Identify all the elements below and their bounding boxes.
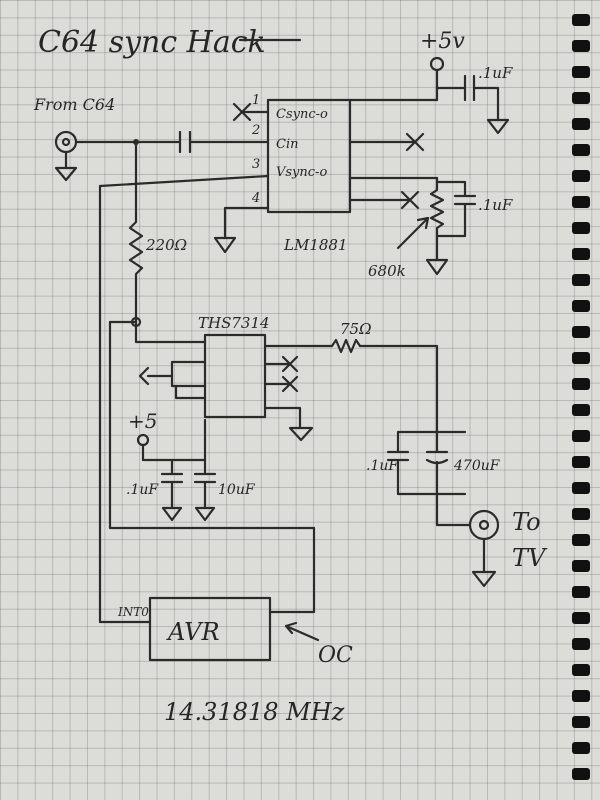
cap-b [193, 458, 217, 510]
supply-bottom-label: +5 [128, 409, 157, 433]
lm-right-nc-1 [348, 132, 425, 152]
ths-input-wire [134, 320, 207, 344]
ground-symbol-cap-b [194, 506, 216, 522]
lm-pin3: 3 [252, 157, 260, 172]
supply-top-wire [348, 68, 439, 102]
from-c64-label: From C64 [33, 95, 115, 114]
ths-nc-2 [263, 375, 299, 393]
lm-part-label: LM1881 [283, 236, 348, 254]
output-connector-outer [468, 509, 500, 541]
oc-arrow [284, 621, 320, 642]
lm-right-nc-2 [348, 190, 420, 210]
input-connector-outer [54, 130, 78, 154]
cap-right [435, 180, 477, 238]
binding-holes [572, 14, 590, 780]
ths-part-label: THS7314 [198, 314, 270, 332]
lm-csync-label: Csync-o [276, 107, 328, 122]
output-caps [386, 430, 472, 527]
avr-pin-label: INT0 [117, 605, 149, 619]
pot-680k [429, 176, 445, 262]
cap-a [160, 458, 184, 510]
supply-top-terminal [429, 56, 445, 72]
avr-feedback-wire [108, 320, 316, 614]
lm-pin4: 4 [251, 191, 260, 206]
output-connector-inner [478, 519, 490, 531]
cap-top-label: .1uF [478, 64, 513, 82]
lm-pin4-wire [223, 206, 270, 240]
r75-label: 75Ω [340, 320, 372, 338]
lm-pin1: 1 [252, 93, 260, 108]
pot-arrow [396, 216, 430, 250]
lm-pin2: 2 [251, 123, 260, 138]
cap-d-label: 470uF [453, 458, 501, 474]
title: C64 sync Hack [38, 25, 266, 60]
ground-symbol-input [54, 166, 78, 182]
input-cap-wire [74, 130, 270, 154]
ths-ground-wires [138, 360, 207, 388]
ground-symbol-lm [213, 236, 237, 254]
ths-pin-link [174, 384, 207, 400]
lm-vsync-label: Vsync-o [276, 165, 327, 180]
cap-right-label: .1uF [478, 196, 513, 214]
cap-top [435, 74, 500, 122]
ths-ground-wire [263, 406, 302, 430]
supply-top-label: +5v [420, 29, 465, 54]
to-tv-label-2: TV [512, 544, 548, 572]
ground-symbol-top [486, 118, 510, 135]
lm1881-chip [266, 98, 352, 214]
cap-b-label: 10uF [218, 482, 256, 498]
ground-symbol-output [471, 570, 497, 588]
ground-symbol-cap-a [161, 506, 183, 522]
pot-label: 680k [368, 262, 406, 280]
ths-nc-1 [263, 355, 299, 373]
cap-c-label: .1uF [366, 458, 399, 474]
avr-chip [148, 596, 272, 662]
oc-label: OC [318, 643, 353, 668]
resistor-75 [263, 338, 439, 434]
r220-label: 220Ω [145, 236, 187, 254]
vsync-to-avr-wire [98, 174, 270, 624]
resistor-220 [128, 140, 144, 324]
lm-cin-label: Cin [276, 137, 298, 152]
lm-pin1-nc [232, 102, 270, 122]
crystal-label: 14.31818 MHz [164, 698, 345, 726]
ground-symbol-pot [425, 258, 449, 276]
supply-bottom-wire [141, 418, 207, 462]
ths7314-chip [203, 333, 267, 419]
supply-bottom-terminal [136, 433, 150, 447]
avr-label: AVR [166, 618, 220, 646]
ground-symbol-ths [288, 426, 314, 442]
to-tv-label-1: To [512, 508, 541, 536]
input-connector-inner [61, 137, 71, 147]
cap-a-label: .1uF [126, 482, 159, 498]
